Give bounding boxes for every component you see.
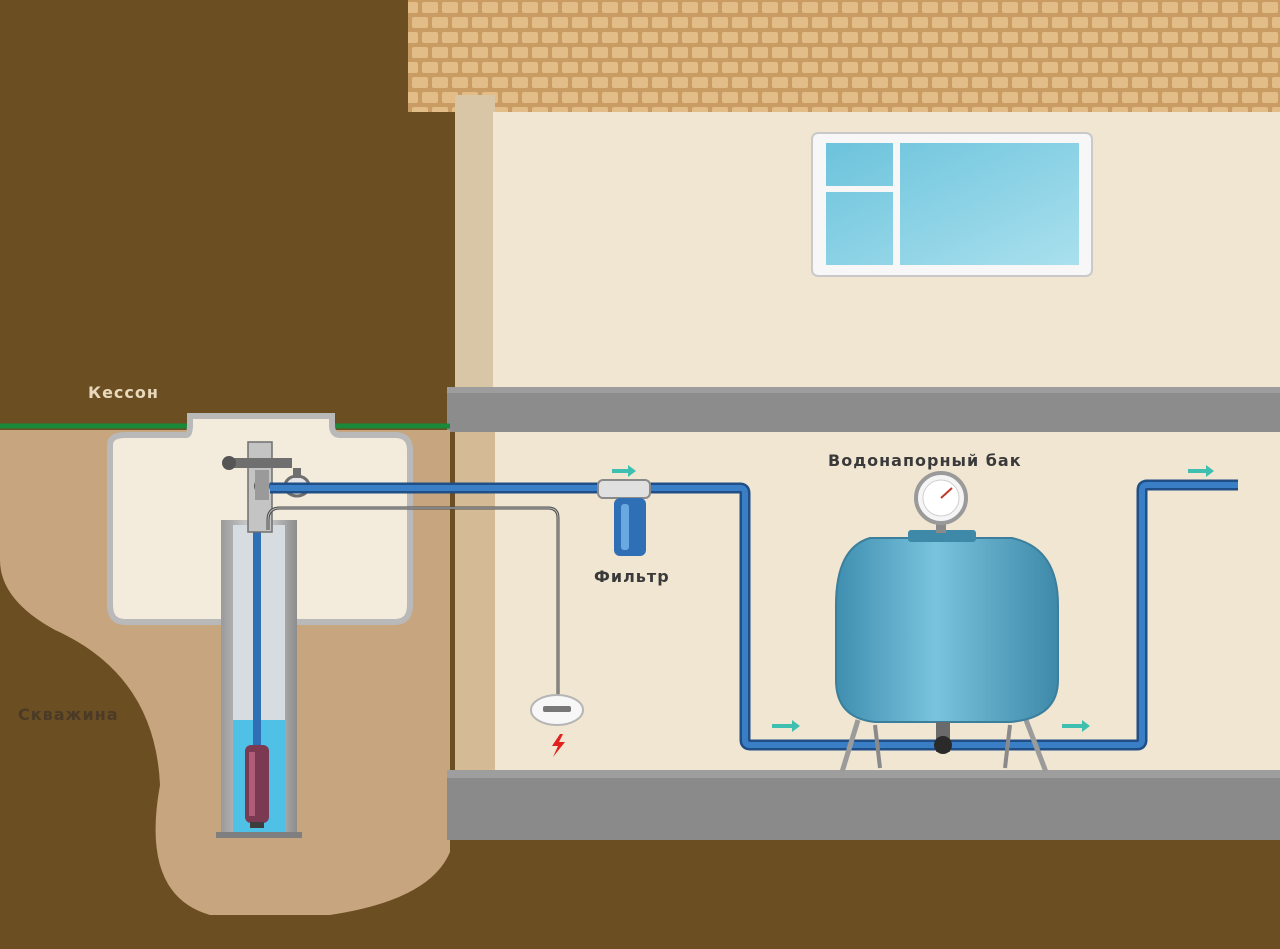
floor-slab bbox=[447, 387, 1280, 432]
flow-arrows bbox=[612, 465, 1214, 732]
label-caisson: Кессон bbox=[88, 383, 159, 402]
pressure-gauge-icon bbox=[914, 471, 968, 533]
basement-floor-slab bbox=[447, 770, 1280, 840]
house-wall-column bbox=[455, 95, 495, 387]
pressure-tank bbox=[835, 530, 1059, 773]
label-tank: Водонапорный бак bbox=[828, 451, 1022, 470]
submersible-pump bbox=[245, 745, 269, 828]
roof-bricks bbox=[408, 0, 1280, 112]
label-filter: Фильтр bbox=[594, 567, 670, 586]
label-borehole: Скважина bbox=[18, 705, 119, 724]
well-riser-pipe bbox=[253, 518, 261, 748]
window bbox=[811, 132, 1093, 277]
filter bbox=[597, 479, 651, 556]
lightning-icon bbox=[552, 734, 565, 757]
power-socket bbox=[530, 694, 584, 726]
